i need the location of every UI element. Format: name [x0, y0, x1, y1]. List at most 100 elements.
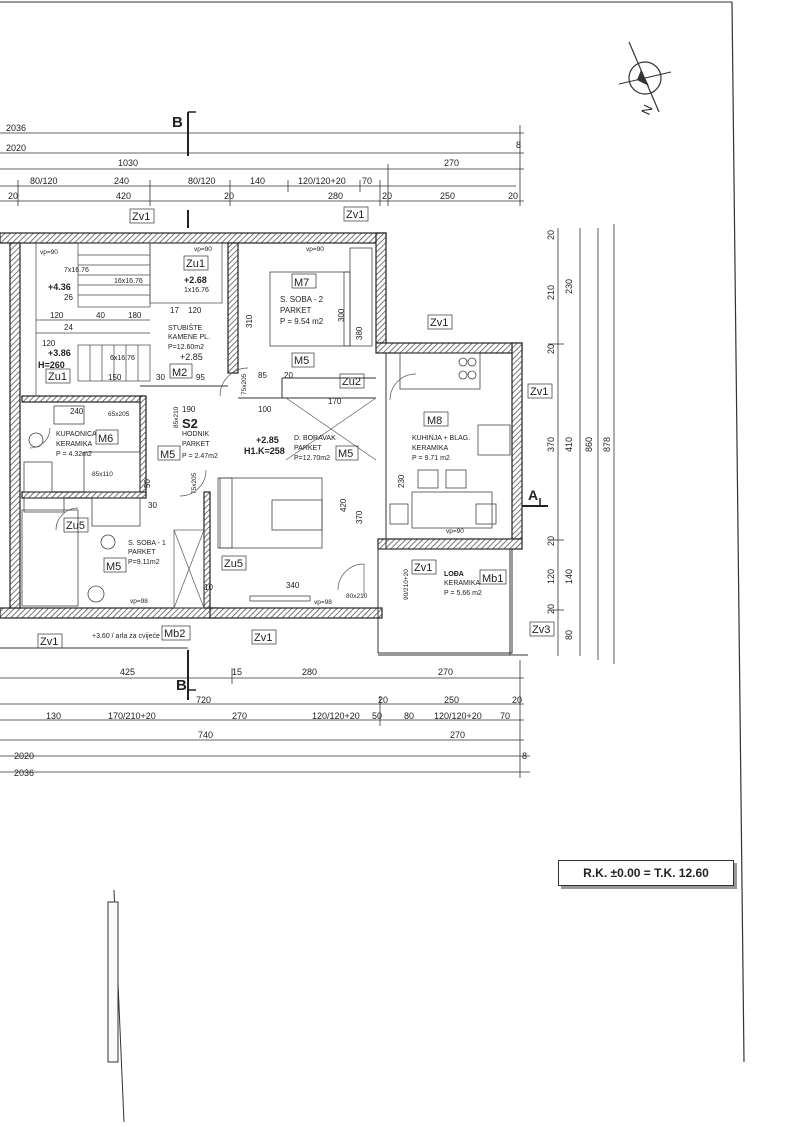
level-436: +4.36 — [48, 282, 71, 292]
level-285-living: +2.85 — [256, 435, 279, 445]
dim-right-120: 120 — [546, 569, 556, 584]
north-label: N — [638, 102, 656, 117]
reference-level-text: R.K. ±0.00 = T.K. 12.60 — [583, 866, 709, 880]
section-mark-bottom: B — [176, 677, 187, 694]
inner-120: 120 — [42, 339, 56, 348]
dim-top-280: 280 — [328, 191, 343, 201]
tag-zu5-living: Zu5 — [224, 558, 243, 570]
sheet-border — [0, 1, 745, 1123]
stair-150: 150 — [108, 373, 122, 382]
top-dimension-labels: 2036 2020 8 1030 270 80/120 240 80/120 1… — [6, 123, 521, 201]
dim-bot-20-b: 20 — [512, 695, 522, 705]
dim-bot-15: 15 — [232, 667, 242, 677]
section-marks — [187, 111, 548, 700]
inner-50: 50 — [143, 479, 152, 488]
north-arrow: N — [618, 41, 672, 117]
room-finish-m7: PARKET — [280, 306, 312, 315]
opening-80x210: 80x210 — [346, 593, 368, 600]
room-name-stubiste: STUBIŠTE — [168, 323, 203, 332]
opening-vp90-d: vp=90 — [446, 528, 464, 535]
tag-zv1-bottom-mid: Zv1 — [254, 632, 272, 644]
dim-bot-740: 740 — [198, 730, 213, 740]
level-marks: +4.36 +2.68 +3.86 H=260 +2.85 +2.85 H1.K… — [38, 275, 285, 640]
dim-bot-130: 130 — [46, 711, 61, 721]
dim-right-80: 80 — [564, 630, 574, 640]
room-area-hodnik: P = 2.47m2 — [182, 453, 218, 460]
tag-m5-top: M5 — [294, 355, 309, 367]
room-area-stubiste: P=12.60m2 — [168, 344, 204, 351]
dim-right-20-c: 20 — [546, 536, 556, 546]
dim-right-20-d: 20 — [546, 604, 556, 614]
stair-24: 24 — [64, 323, 73, 332]
dim-bot-8: 8 — [522, 751, 527, 761]
bottom-dimension-labels: 425 15 280 270 720 20 250 20 130 170/210… — [14, 667, 527, 778]
tag-zv1-kitchen-right: Zv1 — [530, 386, 548, 398]
dim-top-20-d: 20 — [508, 191, 518, 201]
opening-vp90-c: vp=90 — [306, 246, 324, 253]
room-code-box-m7 — [291, 273, 317, 289]
room-code-box-soba1 — [103, 557, 127, 573]
dim-top-20-b: 20 — [224, 191, 234, 201]
dim-right-230: 230 — [564, 279, 574, 294]
room-name-kupaonica: KUPAONICA — [56, 431, 97, 438]
room-finish-stubiste: KAMENE PL. — [168, 334, 210, 341]
room-name-soba1: S. SOBA - 1 — [128, 540, 166, 547]
dim-bot-120-120-20-a: 120/120+20 — [312, 711, 360, 721]
opening-65x205: 65x205 — [108, 411, 130, 418]
level-arla: +3.60 / arla za cvijeće — [92, 633, 160, 640]
top-dimension-lines — [0, 125, 524, 206]
inner-30: 30 — [148, 501, 157, 510]
inner-300: 300 — [337, 308, 346, 322]
inner-240: 240 — [70, 407, 84, 416]
dim-bot-2036: 2036 — [14, 768, 34, 778]
interior-partitions — [0, 353, 528, 656]
room-code-m6: M6 — [98, 433, 113, 445]
opening-75x205-b: 75x205 — [191, 472, 198, 494]
opening-85x210: 85x210 — [173, 406, 180, 428]
stair-16x: 16x16.76 — [114, 278, 143, 285]
tag-s2: S2 — [182, 416, 198, 431]
dim-bot-270-c: 270 — [450, 730, 465, 740]
opening-85x110: 85x110 — [92, 471, 113, 478]
room-code-m8: M8 — [427, 415, 442, 427]
room-finish-hodnik: PARKET — [182, 441, 210, 448]
dim-bot-280: 280 — [302, 667, 317, 677]
dim-top-70: 70 — [362, 176, 372, 186]
dim-top-270: 270 — [444, 158, 459, 168]
dim-right-210: 210 — [546, 285, 556, 300]
stair-120-b: 120 — [50, 311, 64, 320]
stair-7x: 7x16.76 — [64, 267, 89, 274]
room-area-kupaonica: P = 4.32m2 — [56, 451, 92, 458]
dim-bot-70: 70 — [500, 711, 510, 721]
opening-vp90-b: vp=90 — [194, 246, 212, 253]
tag-zv1-top-right: Zv1 — [346, 209, 364, 221]
opening-vp98-a: vp=98 — [130, 598, 148, 605]
dim-bot-20-a: 20 — [378, 695, 388, 705]
element-tags: Zv1 Zv1 Zv1 Zv1 Zv1 Zv3 Zv1 Zv1 Zu1 Zu1 … — [37, 206, 555, 649]
section-mark-right: A — [528, 487, 538, 503]
room-code-box-hodnik — [157, 445, 181, 461]
dim-right-20-b: 20 — [546, 344, 556, 354]
room-name-boravak: D. BORAVAK — [294, 435, 336, 442]
dim-top-250: 250 — [440, 191, 455, 201]
room-code-box-m6 — [95, 429, 119, 445]
dim-right-370: 370 — [546, 437, 556, 452]
room-code-mb1: Mb1 — [482, 573, 503, 585]
level-h260: H=260 — [38, 360, 65, 370]
dim-bot-720: 720 — [196, 695, 211, 705]
room-code-box-m2 — [169, 363, 193, 379]
room-finish-m8: KERAMIKA — [412, 445, 449, 452]
stair-labels: 7x16.76 16x16.76 1x16.76 6x16.76 26 24 1… — [50, 267, 209, 382]
staircase — [35, 242, 223, 395]
room-name-hodnik: HODNIK — [182, 431, 210, 438]
dim-right-20-a: 20 — [546, 230, 556, 240]
dim-bot-2020: 2020 — [14, 751, 34, 761]
dim-bot-50: 50 — [372, 711, 382, 721]
level-386: +3.86 — [48, 348, 71, 358]
tag-zv1-loggia: Zv1 — [414, 562, 432, 574]
inner-85: 85 — [258, 371, 267, 380]
dim-right-878: 878 — [602, 437, 612, 452]
inner-100: 100 — [258, 405, 272, 414]
dim-right-860: 860 — [584, 437, 594, 452]
